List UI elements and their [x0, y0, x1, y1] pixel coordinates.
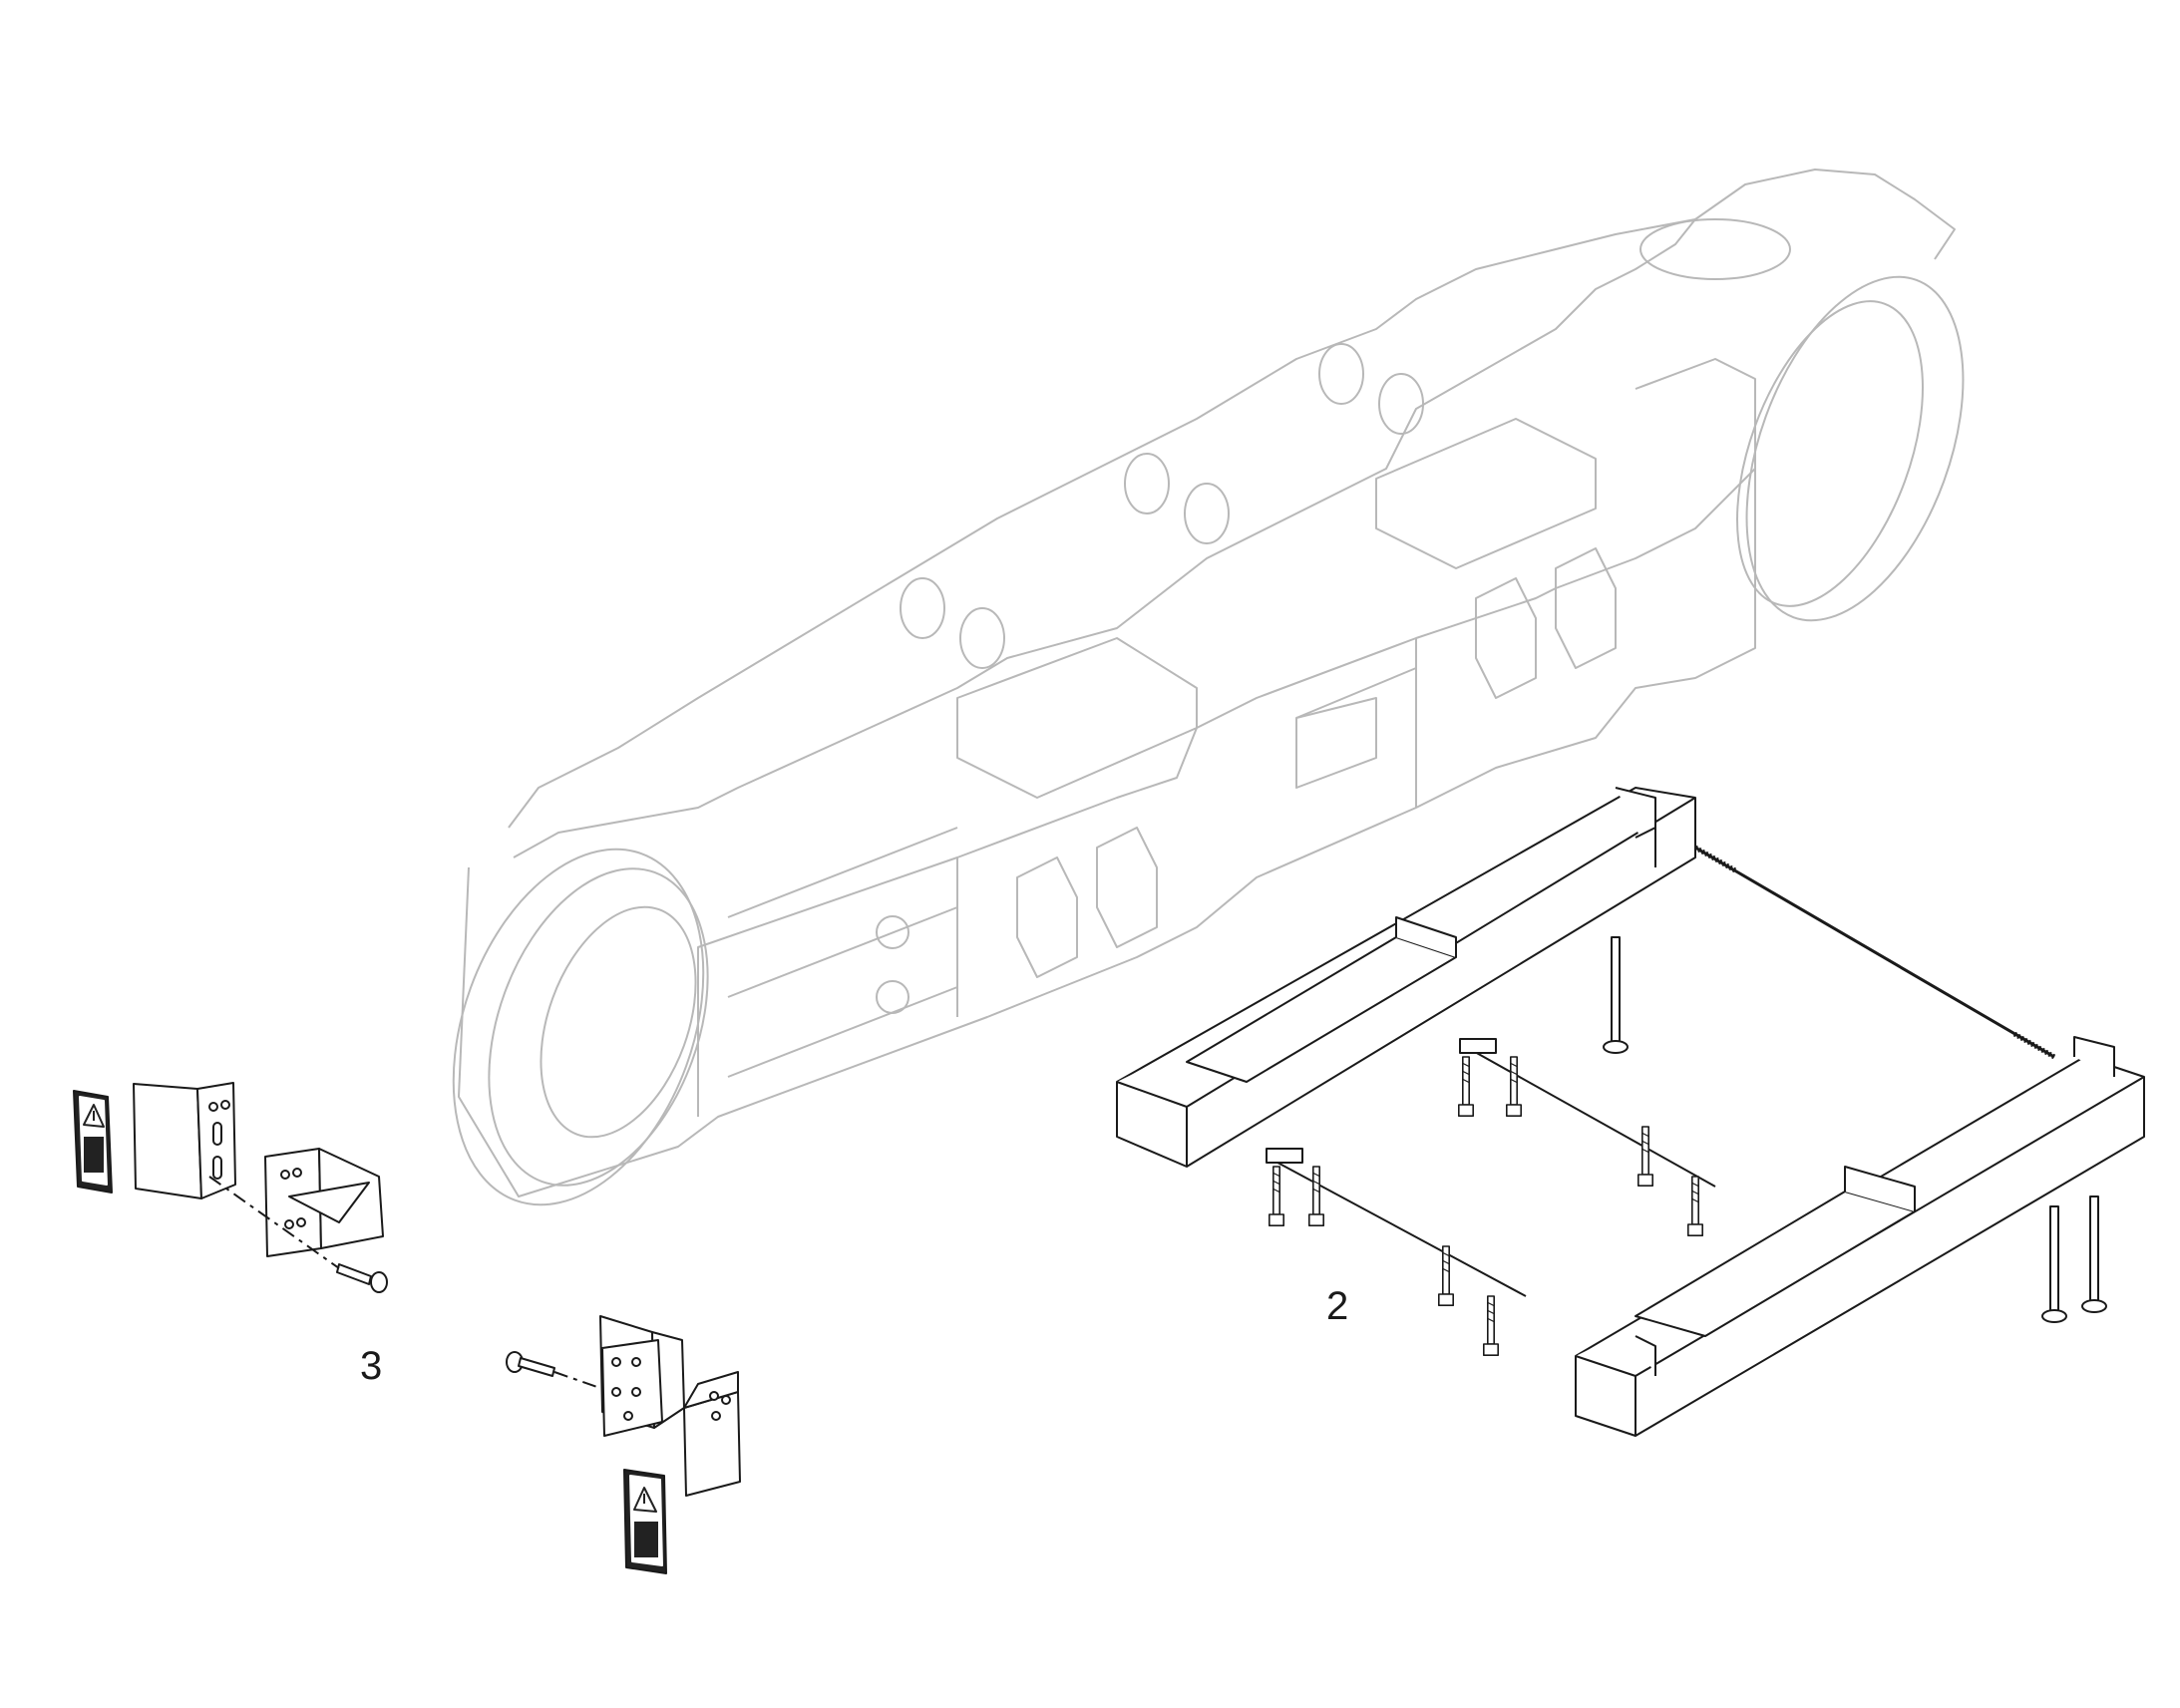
gusset-bracket-lower — [599, 1315, 685, 1437]
hex-bolt-upper — [336, 1263, 388, 1293]
item-3-upper-bracket-set — [73, 1082, 388, 1293]
warning-triangle-icon — [633, 1487, 657, 1513]
warning-triangle-icon — [83, 1104, 105, 1128]
warning-label-plate-lower — [623, 1469, 667, 1574]
tie-rod — [1694, 846, 2055, 1059]
long-bolt-2 — [2041, 1205, 2067, 1323]
gusset-bracket-upper — [264, 1148, 384, 1257]
warning-label-plate-upper — [73, 1090, 113, 1194]
hex-bolt-lower — [506, 1351, 555, 1377]
callout-item-2: 2 — [1326, 1284, 1349, 1328]
crib-beam-upper — [1116, 787, 1696, 1168]
track-frame-outline — [452, 169, 1965, 1206]
clamp-assembly-lower — [1266, 1148, 1527, 1356]
angle-plate-lower — [683, 1371, 741, 1497]
item-2-cribbing-frame — [1116, 787, 2145, 1437]
callout-item-3: 3 — [360, 1344, 383, 1388]
clamp-assembly-upper — [1458, 1038, 1716, 1236]
angle-plate-upper — [133, 1082, 236, 1199]
long-bolt-3 — [2081, 1196, 2107, 1313]
long-bolt-1 — [1603, 936, 1629, 1054]
item-3-lower-bracket-set — [506, 1315, 741, 1574]
crib-beam-lower — [1575, 1036, 2145, 1437]
